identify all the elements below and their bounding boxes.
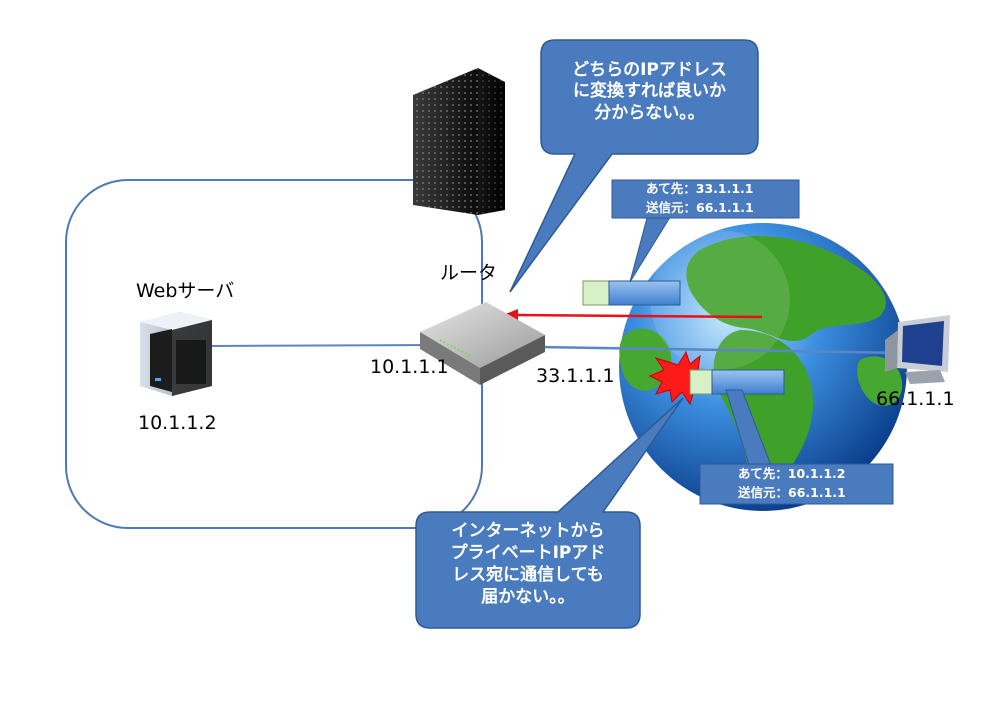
callout-bottom: [415, 397, 684, 629]
packet-icon-blocked: [689, 369, 785, 395]
packet-icon: [582, 280, 681, 306]
callout-top: [509, 39, 759, 293]
lan-link: [211, 344, 431, 347]
monitor-icon: [885, 315, 950, 384]
packet-header-lower-text: あて先：10.1.1.2 送信元：66.1.1.1: [738, 465, 846, 503]
router-inside-ip: 10.1.1.1: [370, 356, 449, 378]
callout-bottom-text: インターネットから プライベートIPアド レス宛に通信しても 届かない。。: [450, 521, 606, 608]
router-icon: [420, 302, 545, 385]
header-destination: あて先：33.1.1.1: [646, 181, 754, 196]
server-icon: [140, 312, 212, 396]
packet-header-upper: [611, 179, 800, 283]
packet-header-lower: [699, 389, 894, 505]
header-source: 送信元：66.1.1.1: [738, 484, 846, 500]
callout-top-text: どちらのIPアドレス に変換すれば良いか 分からない。。: [572, 60, 727, 123]
private-network-boundary: [65, 179, 483, 529]
header-destination: あて先：10.1.1.2: [738, 466, 846, 481]
explosion-icon: [648, 350, 714, 406]
web-server-ip: 10.1.1.2: [138, 412, 217, 434]
globe-icon: [619, 223, 907, 511]
client-ip: 66.1.1.1: [876, 388, 955, 410]
wan-link: [539, 345, 906, 355]
building-icon: [413, 68, 505, 215]
packet-header-upper-text: あて先：33.1.1.1 送信元：66.1.1.1: [646, 180, 754, 218]
router-label: ルータ: [440, 262, 498, 284]
router-outside-ip: 33.1.1.1: [536, 365, 615, 387]
header-source: 送信元：66.1.1.1: [646, 199, 754, 215]
web-server-label: Webサーバ: [136, 280, 235, 302]
